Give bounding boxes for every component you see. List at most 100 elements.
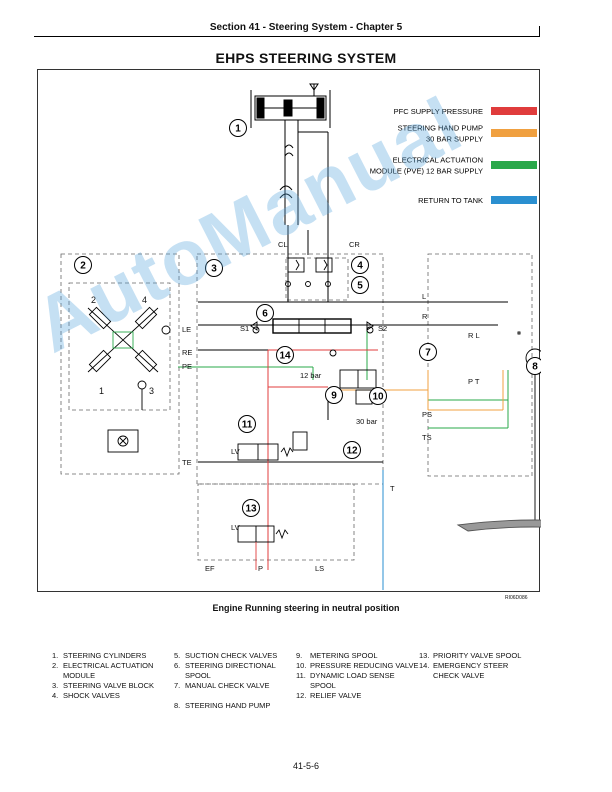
header-rule [34,36,540,37]
color-legend-entry: RETURN TO TANK [418,196,537,205]
hydraulic-lines [178,225,509,590]
color-legend-label: 30 BAR SUPPLY [426,135,483,144]
diagram-label-le: LE [182,325,191,334]
diagram-label-lv2: LV [231,523,240,532]
diagram-label-cl: CL [278,240,288,249]
lower-valves [237,431,308,570]
electrical-actuation-module [87,306,171,453]
callout-7: 7 [419,343,437,361]
list-item: 11.DYNAMIC LOAD SENSE SPOOL [296,671,395,690]
block-port-number: 4 [142,295,147,305]
color-legend-swatch [491,161,537,169]
diagram-label-ps: PS [422,410,432,419]
color-legend-entry: STEERING HAND PUMP 30 BAR SUPPLY [398,124,537,144]
diagram-label-pe: PE [182,362,192,371]
color-legend-label: PFC SUPPLY PRESSURE [394,107,483,116]
list-item: 3.STEERING VALVE BLOCK [52,681,154,690]
callout-3: 3 [205,259,223,277]
list-item: 2.ELECTRICAL ACTUATION MODULE [52,661,154,680]
dashed-boxes [60,253,533,561]
component-list-col-4: 13.PRIORITY VALVE SPOOL 14.EMERGENCY STE… [419,651,533,681]
diagram-label-pt: P T [468,377,480,386]
list-item: 12.RELIEF VALVE [296,691,362,700]
callout-1: 1 [229,119,247,137]
diagram-label-bar12: 12 bar [300,371,322,380]
color-legend-label: RETURN TO TANK [418,196,483,205]
list-item: 7.MANUAL CHECK VALVE [174,681,270,690]
callout-number: 14 [279,351,291,362]
block-port-number: 1 [99,386,104,396]
diagram-svg: PFC SUPPLY PRESSURE STEERING HAND PUMP 30 … [60,83,541,590]
page-title: EHPS STEERING SYSTEM [215,50,397,66]
diagram-label-cr: CR [349,240,360,249]
color-legend-label: ELECTRICAL ACTUATION [393,156,483,165]
callout-number: 9 [331,391,337,402]
callout-8: 8 [526,357,541,375]
callout-number: 5 [357,281,363,292]
diagram-label-s2: S2 [378,324,387,333]
color-legend: PFC SUPPLY PRESSURE STEERING HAND PUMP 30 … [370,107,537,205]
callout-11: 11 [238,415,256,433]
list-item: 9.METERING SPOOL [296,651,378,660]
section-header: Section 41 - Steering System - Chapter 5 [209,22,403,33]
hand-pump [456,331,541,532]
page-number: 41-5-6 [292,761,319,771]
diagram-label-ef: EF [205,564,215,573]
diagram-label-t: T [390,484,395,493]
color-legend-label: STEERING HAND PUMP [398,124,483,133]
list-item: 5.SUCTION CHECK VALVES [174,651,278,660]
shock-valves [285,257,333,287]
diagram-label-l: L [422,292,426,301]
callout-number: 12 [346,446,358,457]
component-list-col-2: 5.SUCTION CHECK VALVES 6.STEERING DIRECT… [174,651,297,711]
color-legend-swatch [491,196,537,204]
color-legend-swatch [491,129,537,137]
diagram-label-p: P [258,564,263,573]
diagram-label-te: TE [182,458,192,467]
diagram-label-ls: LS [315,564,324,573]
list-item: 8.STEERING HAND PUMP [174,701,271,710]
callout-2: 2 [74,256,92,274]
list-item: 6.STEERING DIRECTIONAL SPOOL [174,661,276,680]
diagram-label-r: R [422,312,428,321]
component-list-col-3: 9.METERING SPOOL 10.PRESSURE REDUCING VA… [296,651,422,701]
callout-13: 13 [242,499,260,517]
callout-5: 5 [351,276,369,294]
callout-number: 6 [262,309,268,320]
diagram-label-bar30: 30 bar [356,417,378,426]
callout-number: 8 [532,362,538,373]
list-item: 4.SHOCK VALVES [52,691,120,700]
diagram-label-rl: R L [468,331,480,340]
callout-number: 1 [235,124,241,135]
callout-number: 7 [425,348,431,359]
callout-10: 10 [369,387,387,405]
list-item: 1.STEERING CYLINDERS [52,651,147,660]
callout-9: 9 [325,386,343,404]
color-legend-entry: PFC SUPPLY PRESSURE [394,107,537,116]
color-legend-label: MODULE (PVE) 12 BAR SUPPLY [370,167,483,176]
figure-id: RI06D086 [505,595,528,601]
callout-number: 11 [242,420,253,431]
steering-cylinder [250,83,331,225]
diagram-label-s1: S1 [240,324,249,333]
callout-number: 10 [372,392,384,403]
color-legend-entry: ELECTRICAL ACTUATION MODULE (PVE) 12 BAR … [370,156,537,176]
header-tick [539,26,540,36]
list-item: 10.PRESSURE REDUCING VALVE [296,661,419,670]
callout-number: 2 [80,261,86,272]
list-item: 14.EMERGENCY STEER CHECK VALVE [419,661,509,680]
callout-14: 14 [276,346,294,364]
block-port-number: 2 [91,295,96,305]
callout-number: 3 [211,264,217,275]
callout-number: 4 [357,261,363,272]
callout-number: 13 [245,504,257,515]
diagram-label-re: RE [182,348,192,357]
hydraulic-diagram: PFC SUPPLY PRESSURE STEERING HAND PUMP 30 … [37,69,541,592]
directional-spool [250,318,374,334]
block-port-number: 3 [149,386,154,396]
figure-caption: Engine Running steering in neutral posit… [212,603,400,613]
list-item: 13.PRIORITY VALVE SPOOL [419,651,522,660]
callout-12: 12 [343,441,361,459]
